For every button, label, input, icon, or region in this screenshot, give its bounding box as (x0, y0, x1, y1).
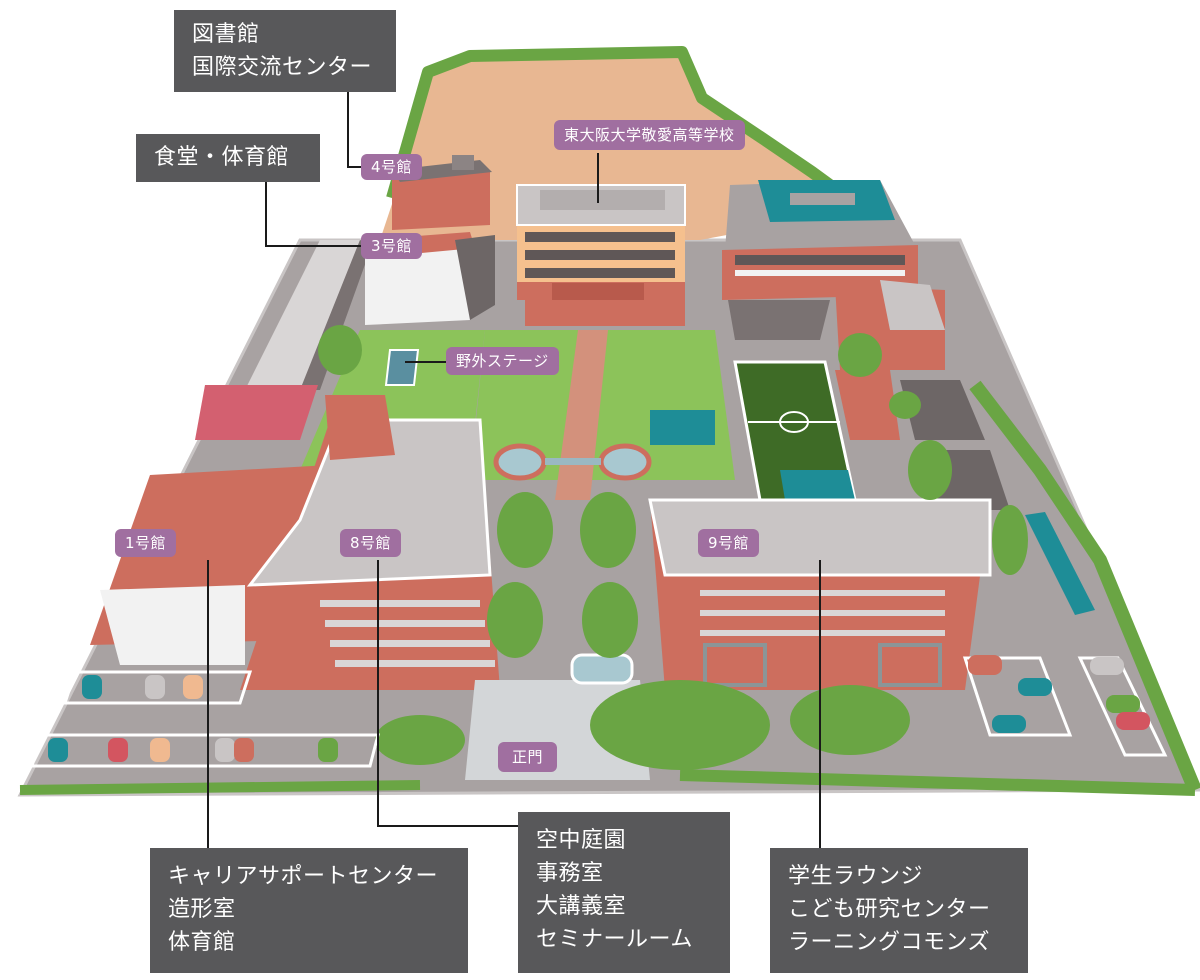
callout-building1-line-2: 造形室 (168, 897, 236, 922)
callout-cafeteria-line-1: 食堂・体育館 (154, 145, 290, 170)
callout-library-line-2: 国際交流センター (192, 55, 373, 80)
leader-line-building8 (377, 560, 379, 826)
tag-main-gate[interactable]: 正門 (498, 742, 558, 772)
callout-building9-line-3: ラーニングコモンズ (788, 930, 991, 955)
tag-building-8[interactable]: 8号館 (340, 529, 402, 557)
leader-line-high-school (597, 153, 599, 203)
tag-high-school[interactable]: 東大阪大学敬愛高等学校 (554, 120, 745, 150)
callout-building9-line-1: 学生ラウンジ (788, 864, 924, 889)
outdoor-stage (384, 349, 420, 386)
callout-cafeteria: 食堂・体育館 (136, 134, 320, 182)
tag-building-4[interactable]: 4号館 (361, 154, 423, 180)
parking-lot-left (30, 670, 380, 768)
callout-building9: 学生ラウンジ こども研究センター ラーニングコモンズ (770, 848, 1028, 973)
leader-line-library-h (347, 166, 362, 168)
callout-building9-line-2: こども研究センター (788, 897, 991, 922)
tag-building-9[interactable]: 9号館 (698, 529, 760, 557)
tag-building-3[interactable]: 3号館 (361, 233, 423, 259)
callout-building1: キャリアサポートセンター 造形室 体育館 (150, 848, 468, 973)
leader-line-library (347, 92, 349, 167)
callout-building1-line-1: キャリアサポートセンター (168, 864, 439, 889)
leader-line-cafeteria (265, 182, 267, 246)
leader-line-outdoor-stage (405, 361, 447, 363)
building-4 (392, 170, 490, 230)
tag-outdoor-stage[interactable]: 野外ステージ (446, 347, 559, 375)
callout-building8-line-4: セミナールーム (536, 927, 693, 952)
cars (48, 655, 1150, 762)
leader-line-building9 (819, 560, 821, 848)
bus (1025, 512, 1095, 615)
callout-library-line-1: 図書館 (192, 22, 260, 47)
callout-building8-line-2: 事務室 (536, 861, 604, 886)
callout-building8-line-1: 空中庭園 (536, 828, 627, 853)
leader-line-building8-h (377, 825, 518, 827)
leader-line-cafeteria-h (265, 245, 362, 247)
callout-building1-line-3: 体育館 (168, 930, 236, 955)
fountain-left (493, 443, 547, 481)
fountain-right (598, 443, 652, 481)
building-3 (365, 245, 470, 325)
leader-line-building1 (207, 560, 209, 848)
central-walkway (555, 330, 608, 500)
tag-building-1[interactable]: 1号館 (115, 529, 177, 557)
callout-library: 図書館 国際交流センター (174, 10, 396, 92)
callout-building8: 空中庭園 事務室 大講義室 セミナールーム (518, 812, 730, 973)
trees (318, 325, 1028, 770)
ground-hedge (386, 46, 868, 215)
callout-building8-line-3: 大講義室 (536, 894, 627, 919)
